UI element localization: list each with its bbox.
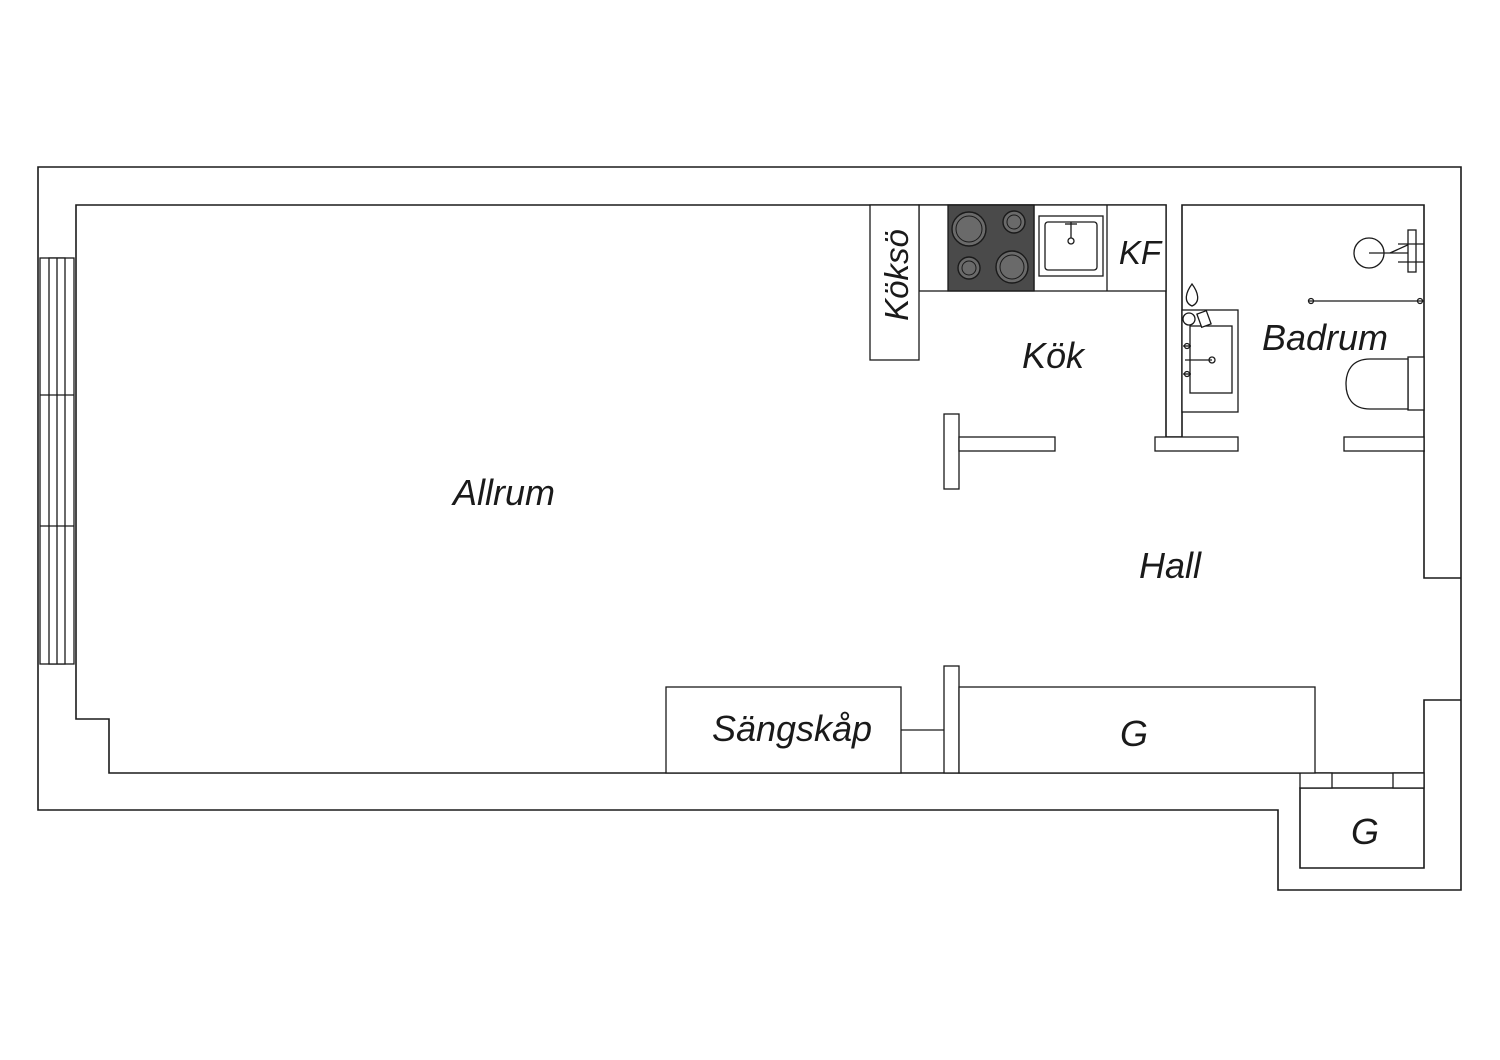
toilet-icon <box>1345 356 1425 411</box>
room-label-badrum: Badrum <box>1262 317 1388 358</box>
label-sangskap: Sängskåp <box>712 708 872 749</box>
bathroom-sink-icon <box>1181 309 1239 413</box>
hall-closet <box>958 686 1316 774</box>
label-closet-hall: G <box>1120 713 1148 754</box>
label-closet-entry: G <box>1351 811 1379 852</box>
room-label-hall: Hall <box>1139 545 1202 586</box>
room-label-allrum: Allrum <box>451 472 555 513</box>
kitchen-island <box>869 204 920 361</box>
interior-walls <box>943 413 1425 789</box>
label-koksö: Köksö <box>878 229 915 321</box>
room-label-kok: Kök <box>1022 335 1086 376</box>
window <box>39 257 75 665</box>
stove-icon <box>947 204 1035 292</box>
shower-icon <box>1307 229 1424 305</box>
label-kf: KF <box>1119 234 1163 271</box>
exterior-walls <box>37 166 1462 891</box>
door-swing-icon <box>1182 282 1212 329</box>
kitchen-sink-icon <box>1038 215 1104 277</box>
bed-cabinet <box>665 686 944 774</box>
